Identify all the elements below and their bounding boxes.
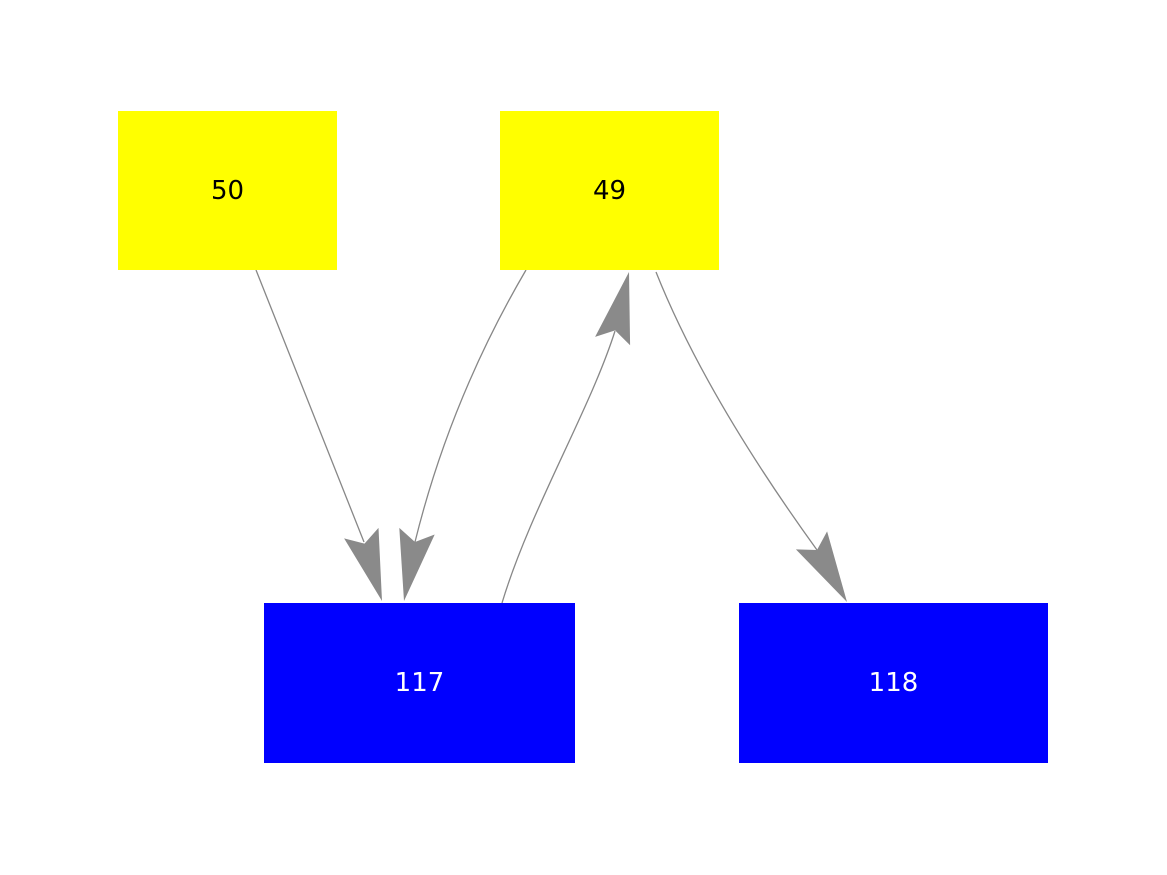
node-117[interactable]: 117 [264,603,575,763]
node-50[interactable]: 50 [118,111,337,270]
node-49-label: 49 [592,175,627,206]
node-118-label: 118 [868,668,919,698]
node-50-label: 50 [210,175,245,206]
node-49[interactable]: 49 [500,111,719,270]
node-117-label: 117 [394,668,445,698]
node-118[interactable]: 118 [739,603,1048,763]
